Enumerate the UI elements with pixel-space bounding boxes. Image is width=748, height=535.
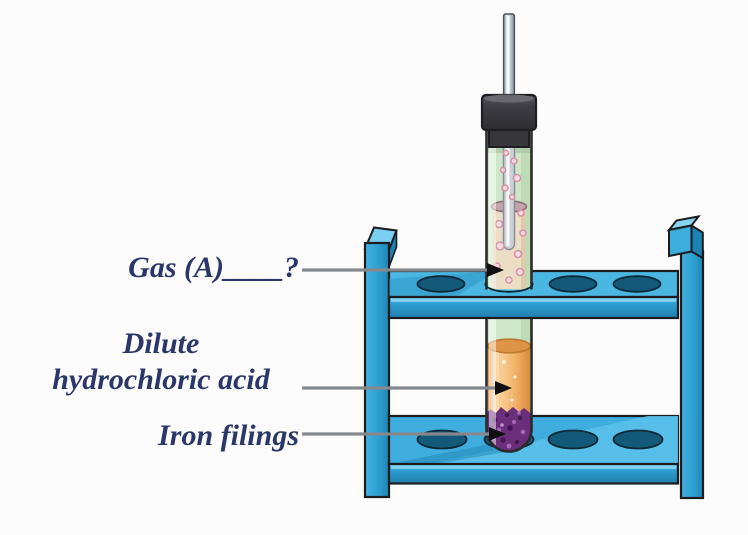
glass-rod bbox=[502, 13, 516, 101]
rack-hole bbox=[612, 275, 662, 293]
rubber-stopper bbox=[480, 93, 538, 148]
label-acid-line2: hydrochloric acid bbox=[52, 363, 270, 396]
label-dilute-hydrochloric-acid: Dilute hydrochloric acid bbox=[22, 326, 300, 398]
label-gas: Gas (A)____? bbox=[128, 251, 299, 284]
arrowhead-iron bbox=[489, 427, 506, 441]
rack-hole bbox=[416, 275, 466, 293]
rack-hole bbox=[548, 275, 598, 293]
rack-lower-shelf-front bbox=[387, 462, 680, 485]
label-iron-filings: Iron filings bbox=[158, 419, 299, 452]
iron-filings bbox=[486, 407, 532, 452]
arrowhead-gas bbox=[487, 263, 504, 277]
arrowhead-acid bbox=[495, 381, 512, 395]
rack-hole bbox=[612, 429, 664, 450]
gas-bubbles bbox=[493, 149, 527, 284]
rack-right-post bbox=[666, 215, 705, 500]
rack-lower-shelf bbox=[387, 414, 680, 466]
pointer-arrowheads bbox=[487, 263, 512, 441]
pointer-lines bbox=[302, 268, 498, 436]
rack-left-post bbox=[363, 226, 398, 499]
rack-upper-shelf-front bbox=[387, 283, 680, 320]
label-acid-line1: Dilute bbox=[122, 327, 200, 360]
rack-hole bbox=[547, 429, 599, 450]
